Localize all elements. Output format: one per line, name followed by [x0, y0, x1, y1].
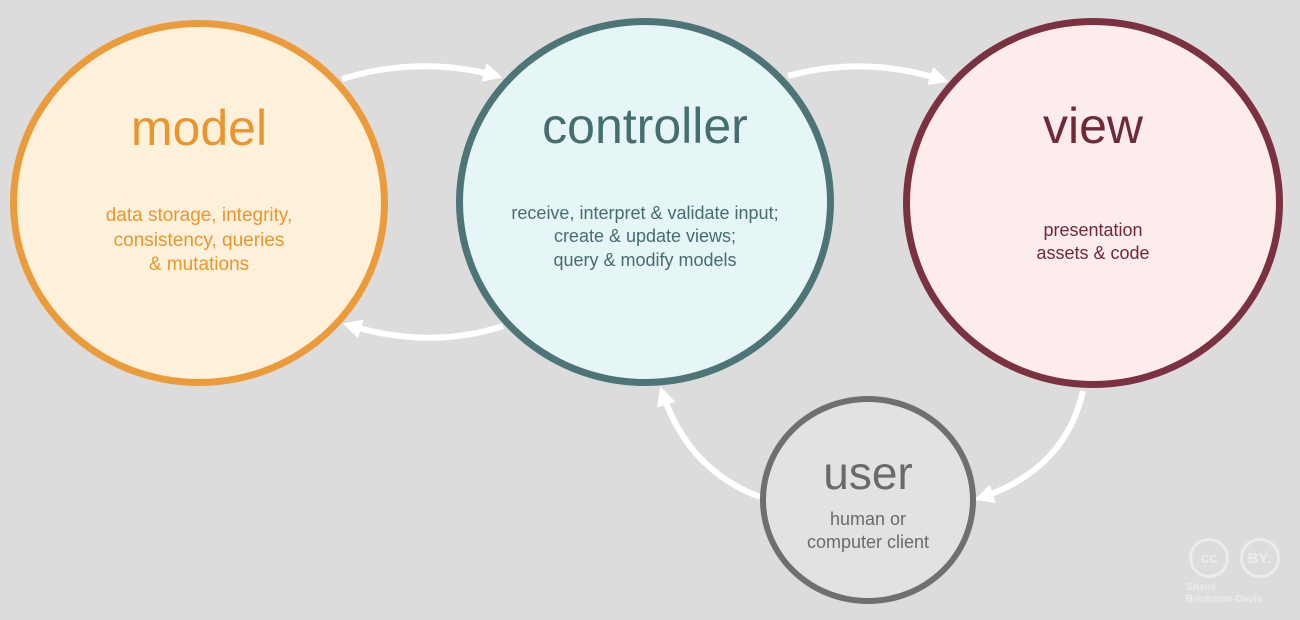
model-description: data storage, integrity, consistency, qu…	[59, 204, 339, 278]
model-node: model data storage, integrity, consisten…	[10, 20, 388, 386]
view-node: view presentation assets & code	[903, 18, 1283, 388]
user-description: human or computer client	[778, 508, 958, 555]
view-desc-line: assets & code	[1036, 243, 1150, 264]
arrow-view-to-user	[974, 390, 1086, 503]
view-desc-line: presentation	[1043, 220, 1143, 240]
view-description: presentation assets & code	[973, 219, 1213, 266]
arrow-model-to-controller	[341, 63, 503, 82]
controller-desc-line: query & modify models	[553, 249, 737, 270]
arrow-controller-to-model	[342, 319, 504, 341]
arrow-user-to-controller	[657, 386, 762, 500]
model-desc-line: data storage, integrity,	[105, 205, 293, 226]
user-title: user	[823, 447, 913, 499]
model-desc-line: consistency, queries	[113, 229, 285, 251]
controller-description: receive, interpret & validate input; cre…	[475, 202, 815, 272]
attribution-icon: BY:	[1240, 538, 1280, 578]
cc-license-badge: cc BY: Shane Brinkman-Davis	[1186, 538, 1292, 614]
license-author-line: Shane	[1186, 582, 1217, 593]
creative-commons-icon: cc	[1189, 538, 1229, 578]
controller-node: controller receive, interpret & validate…	[456, 18, 834, 386]
arrow-controller-to-view	[787, 63, 949, 86]
controller-desc-line: receive, interpret & validate input;	[511, 203, 779, 223]
controller-title: controller	[542, 98, 748, 154]
user-node: user human or computer client	[760, 396, 976, 604]
controller-desc-line: create & update views;	[553, 226, 737, 247]
user-desc-line: human or	[829, 509, 907, 529]
license-author: Shane Brinkman-Davis	[1186, 582, 1292, 606]
model-desc-line: & mutations	[148, 254, 250, 276]
model-title: model	[130, 100, 268, 156]
user-desc-line: computer client	[806, 532, 930, 553]
view-title: view	[1042, 98, 1144, 154]
license-author-line: Brinkman-Davis	[1186, 594, 1263, 605]
